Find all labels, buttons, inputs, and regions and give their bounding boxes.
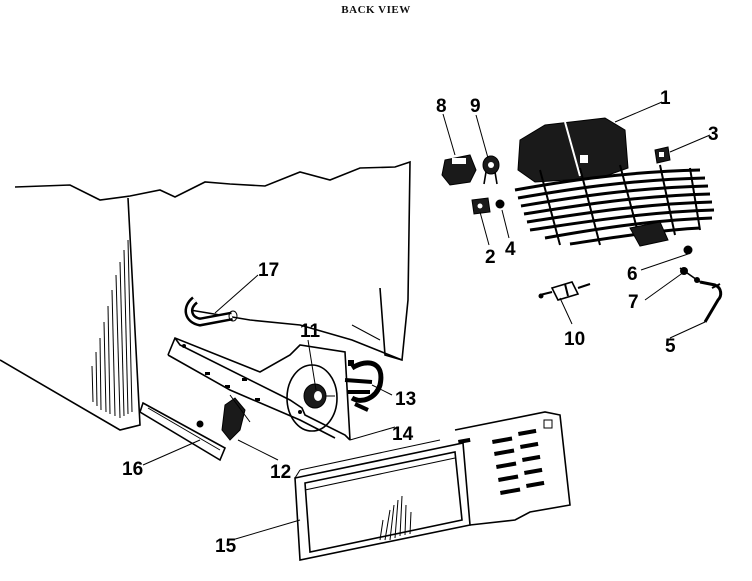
callout-15: 15 — [215, 536, 237, 557]
callout-1: 1 — [660, 88, 671, 109]
part-7-connector — [679, 267, 701, 283]
part-10-drier — [538, 281, 591, 301]
callout-8: 8 — [436, 96, 447, 117]
part-6-grommet — [683, 245, 693, 255]
plate-vent-slots — [457, 419, 553, 495]
callout-10: 10 — [564, 329, 585, 350]
grille-shading — [379, 495, 412, 541]
callout-13: 13 — [395, 389, 416, 410]
callout-labels: 1 2 3 4 5 6 7 8 9 10 11 12 13 14 15 16 1… — [122, 88, 719, 557]
part-13-wire-harness — [344, 360, 384, 412]
callout-16: 16 — [122, 459, 143, 480]
part-16-trim-strip — [139, 401, 227, 462]
callout-4: 4 — [505, 239, 516, 260]
part-back-plate — [454, 411, 571, 526]
callout-5: 5 — [665, 336, 676, 357]
part-9-clip — [482, 155, 500, 185]
part-12-clip — [221, 394, 251, 441]
callout-11: 11 — [300, 321, 321, 342]
cabinet-shading — [91, 239, 133, 419]
callout-17: 17 — [258, 260, 279, 281]
diagram-title: BACK VIEW — [341, 4, 411, 16]
cabinet-body — [0, 160, 411, 431]
callout-3: 3 — [708, 124, 719, 145]
callout-7: 7 — [628, 292, 639, 313]
part-3-relay-box — [654, 146, 671, 164]
part-2-bracket — [471, 197, 491, 215]
leader-lines — [142, 101, 711, 541]
part-4-grommet — [495, 199, 505, 209]
callout-9: 9 — [470, 96, 481, 117]
part-11-fan-motor — [286, 364, 338, 432]
part-1-compressor-condenser — [514, 117, 715, 247]
part-15-grille-panel — [294, 439, 471, 561]
part-12-bracket — [167, 336, 351, 441]
part-17-drain-tube — [184, 296, 238, 327]
callout-2: 2 — [485, 247, 496, 268]
callout-14: 14 — [392, 424, 414, 445]
callout-6: 6 — [627, 264, 638, 285]
callout-12: 12 — [270, 462, 291, 483]
condenser-coils — [514, 164, 715, 247]
part-8-overload — [441, 154, 477, 186]
part-5-tube — [699, 280, 723, 323]
